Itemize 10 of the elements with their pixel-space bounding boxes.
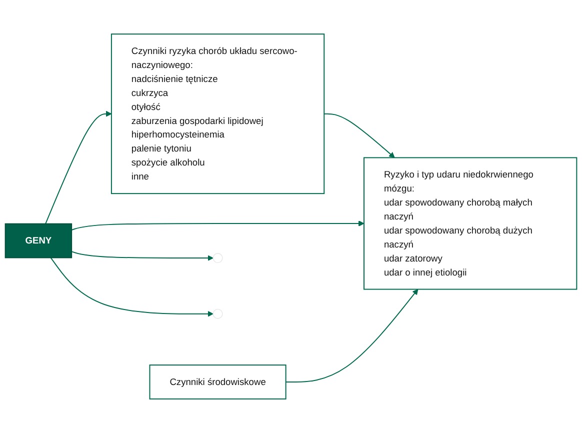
- arrow: [71, 251, 214, 261]
- text-box: Czynniki ryzyka chorób układu sercowo-naczyniowego: nadciśnienie tętnicze cukrzyca otyłość zaburzenia gospodarki lipidowej hiperhomocysteinemia palenie tytoniu spożycie alkoholu inne: [110, 34, 325, 194]
- arrow: [71, 220, 364, 230]
- arrow: [324, 113, 395, 158]
- gene-box: GENY: [4, 223, 72, 258]
- text-box: Ryzyko i typ udaru niedokrwiennego mózgu: udar spowodowany chorobą małych naczyń udar spowodowany chorobą dużych naczyń udar zatorowy udar o innej etiologii: [364, 157, 578, 290]
- arrow: [50, 257, 214, 317]
- text-box: Czynniki środowiskowe: [149, 364, 286, 400]
- arrow: [45, 110, 112, 224]
- arrow: [285, 289, 418, 382]
